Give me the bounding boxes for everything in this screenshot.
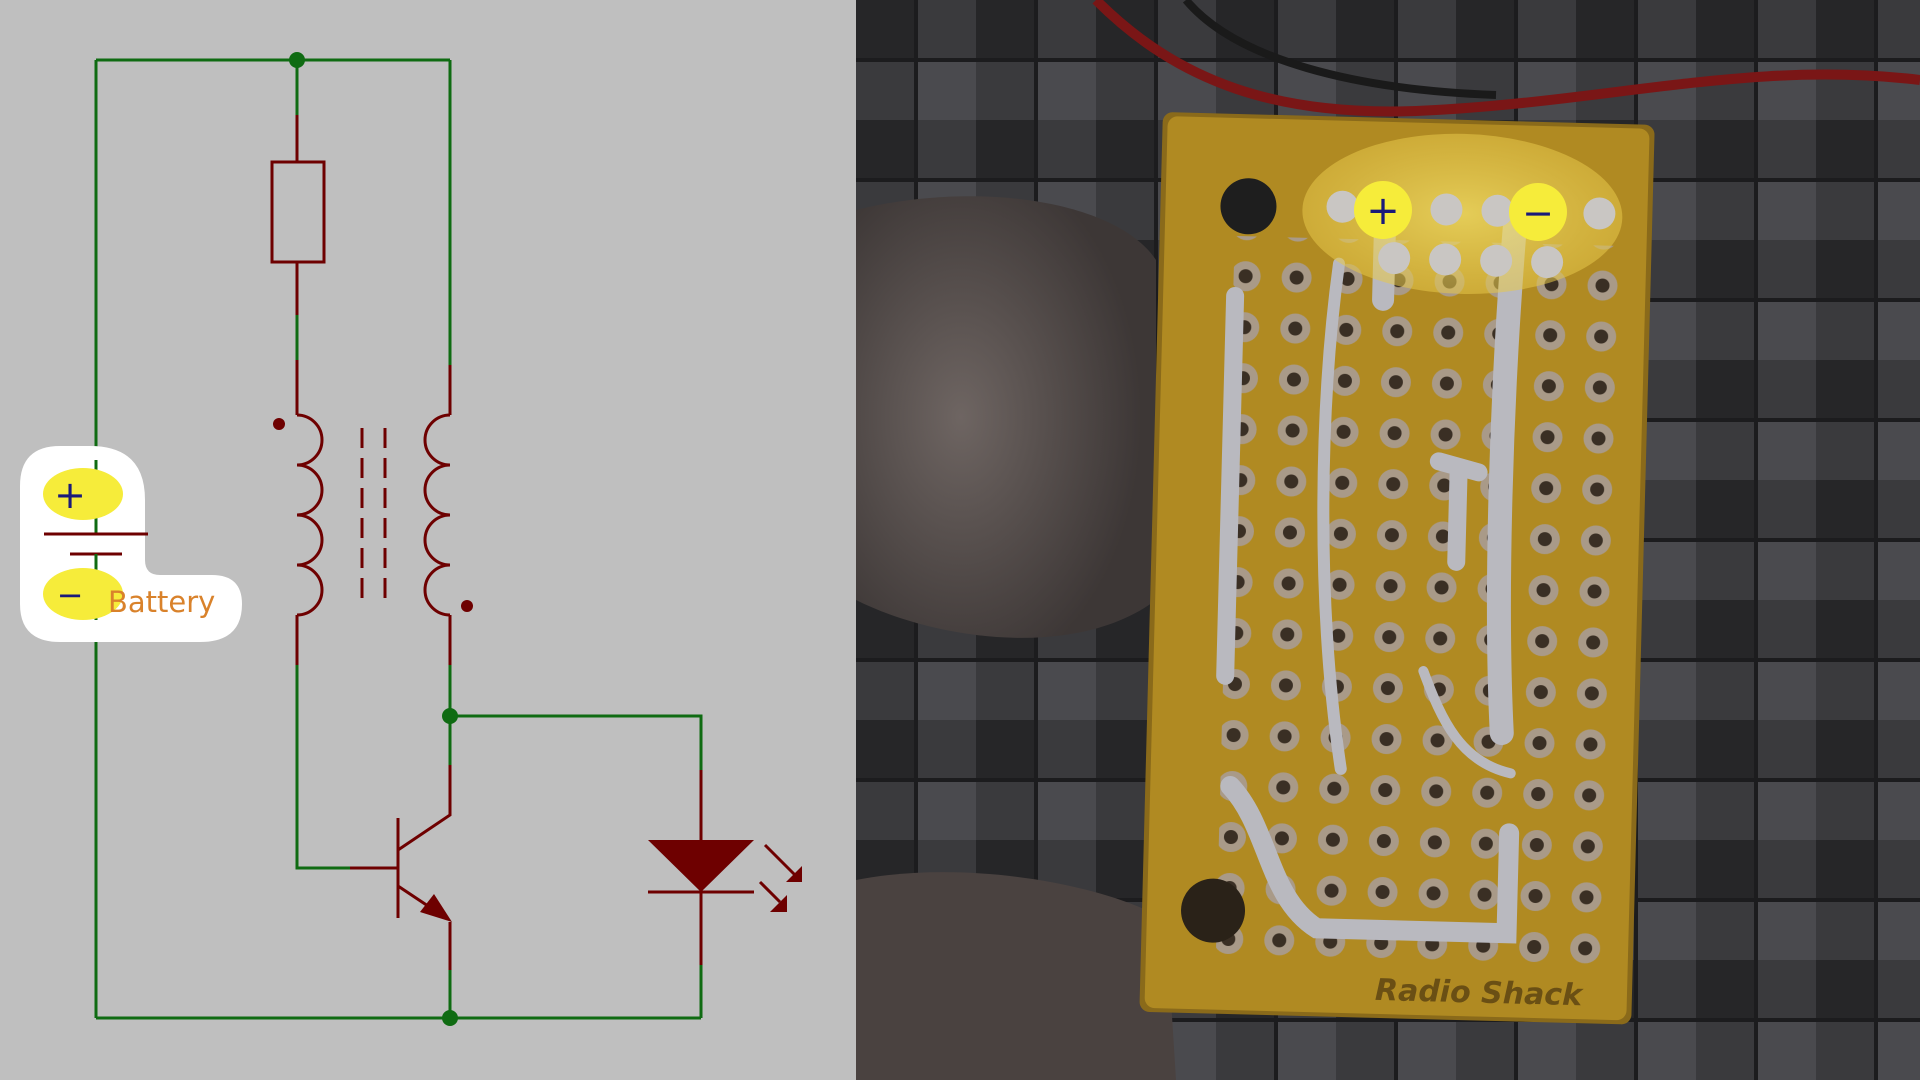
transformer-secondary-coil	[423, 365, 473, 665]
mounting-hole-bottom	[1181, 878, 1246, 943]
junction-bottom	[442, 1010, 458, 1026]
npn-transistor	[350, 765, 452, 970]
photo-minus-marker: −	[1509, 183, 1567, 241]
circuit-schematic: + − Battery	[20, 52, 802, 1026]
polarity-dot-primary	[273, 418, 285, 430]
battery-plus-marker: +	[43, 468, 123, 520]
led-emission-arrow-2	[770, 895, 787, 912]
photo-plus-marker: +	[1354, 181, 1412, 239]
circuit-wires	[94, 58, 703, 1020]
wire-base	[295, 665, 350, 870]
mounting-hole-top	[1220, 178, 1277, 235]
led-emission-arrow-1	[786, 866, 802, 882]
red-wire	[1092, 0, 1920, 117]
photo-plus-sign: +	[1366, 188, 1400, 234]
finger-lower	[856, 872, 1176, 1080]
battery-minus-marker: −	[43, 568, 123, 620]
photo-minus-sign: −	[1522, 191, 1554, 235]
battery-plus-sign: +	[54, 473, 86, 517]
board-manufacturer-text: Radio Shack	[1375, 973, 1585, 1013]
perfboard: Radio Shack	[1139, 112, 1655, 1025]
battery-label: Battery	[108, 585, 215, 619]
transistor-emitter-arrow	[420, 894, 452, 922]
battery-minus-sign: −	[57, 576, 84, 614]
led-triangle	[648, 840, 754, 892]
schematic-panel: + − Battery	[0, 0, 856, 1080]
polarity-dot-secondary	[461, 600, 473, 612]
junction-top	[289, 52, 305, 68]
led	[648, 770, 802, 965]
photo-panel: Radio Shack + −	[856, 0, 1920, 1080]
junction-collector	[442, 708, 458, 724]
transformer-primary-coil	[273, 360, 324, 665]
resistor	[270, 115, 326, 315]
perfboard-photo: Radio Shack + −	[856, 0, 1920, 1080]
finger-upper	[856, 196, 1156, 638]
wire-led-top	[450, 714, 703, 770]
transformer-core	[360, 428, 387, 608]
black-wire	[1182, 0, 1497, 99]
